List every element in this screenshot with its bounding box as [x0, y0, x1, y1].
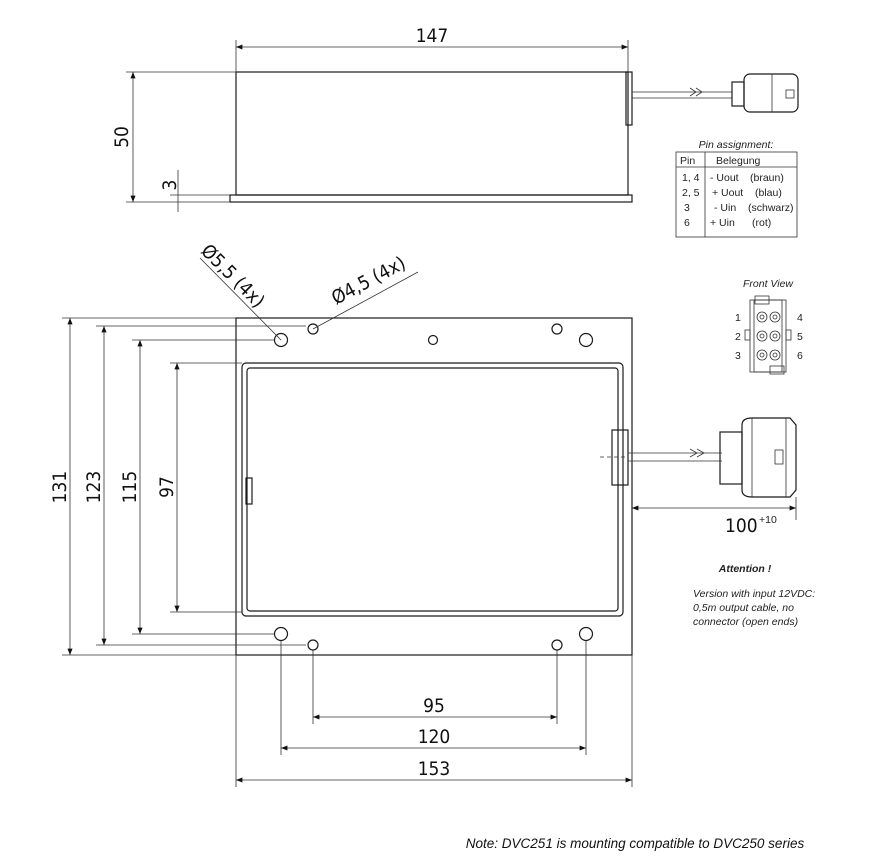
svg-text:6: 6: [684, 217, 690, 229]
dim-3: 3: [159, 180, 181, 191]
cable-gland: [625, 71, 633, 126]
dim-153: 153: [418, 758, 451, 780]
connector-side-icon: [731, 73, 799, 113]
dim-95: 95: [423, 695, 445, 717]
pin-header: Pin: [680, 155, 695, 167]
bottom-view: 131 123 115 97 95 120 153 100 +10 Ø5,5 (…: [49, 240, 797, 787]
svg-text:(schwarz): (schwarz): [748, 202, 794, 214]
hole-callout-5-5: Ø5,5 (4x): [196, 240, 268, 312]
compatibility-note: Note: DVC251 is mounting compatible to D…: [466, 836, 805, 851]
table-row: 3 - Uin (schwarz): [684, 202, 794, 214]
pin-table-title: Pin assignment:: [699, 139, 774, 151]
belegung-header: Belegung: [716, 155, 761, 167]
svg-text:6: 6: [797, 350, 803, 362]
front-view-title: Front View: [743, 278, 794, 290]
svg-text:connector (open ends): connector (open ends): [693, 616, 798, 628]
svg-text:+ Uin: + Uin: [710, 217, 735, 229]
svg-text:3: 3: [735, 350, 741, 362]
svg-text:+ Uout: + Uout: [712, 187, 743, 199]
svg-text:2: 2: [735, 331, 741, 343]
pin-sockets: [756, 311, 781, 361]
svg-text:5: 5: [797, 331, 803, 343]
dim-115: 115: [119, 471, 141, 504]
svg-text:(braun): (braun): [750, 172, 784, 184]
base-plate-side: [229, 194, 633, 203]
side-view: 147 50 3: [111, 25, 799, 212]
dim-100: 100: [725, 515, 758, 537]
svg-text:- Uout: - Uout: [710, 172, 739, 184]
housing-side: [235, 71, 629, 196]
dim-123: 123: [83, 471, 105, 504]
table-row: 2, 5 + Uout (blau): [682, 187, 782, 199]
dim-147: 147: [416, 25, 449, 47]
dim-50: 50: [111, 126, 133, 148]
pin-assignment-table: Pin assignment: Pin Belegung 1, 4 - Uout…: [675, 139, 798, 238]
dim-97: 97: [156, 476, 178, 498]
attention-title: Attention !: [718, 563, 772, 575]
svg-text:4: 4: [797, 312, 803, 324]
svg-text:1, 4: 1, 4: [682, 172, 700, 184]
svg-text:1: 1: [735, 312, 741, 324]
dim-120: 120: [418, 726, 451, 748]
hole-callout-4-5: Ø4,5 (4x): [328, 252, 409, 309]
attention-note: Attention ! Version with input 12VDC: 0,…: [693, 563, 815, 628]
svg-text:Version with input 12VDC:: Version with input 12VDC:: [693, 588, 815, 600]
svg-text:(blau): (blau): [755, 187, 782, 199]
mounting-holes: [273, 323, 594, 651]
svg-text:2, 5: 2, 5: [682, 187, 700, 199]
connector-front-view: Front View 1 2 3 4 5 6: [735, 278, 803, 375]
table-row: 1, 4 - Uout (braun): [682, 172, 784, 184]
svg-text:(rot): (rot): [752, 217, 771, 229]
table-row: 6 + Uin (rot): [684, 217, 771, 229]
svg-text:- Uin: - Uin: [714, 202, 736, 214]
dim-131: 131: [49, 471, 71, 504]
base-plate: [235, 317, 633, 656]
connector-top-icon: [719, 417, 797, 498]
svg-text:3: 3: [684, 202, 690, 214]
dim-100-tolerance: +10: [759, 514, 777, 526]
svg-text:0,5m output cable, no: 0,5m output cable, no: [693, 602, 794, 614]
